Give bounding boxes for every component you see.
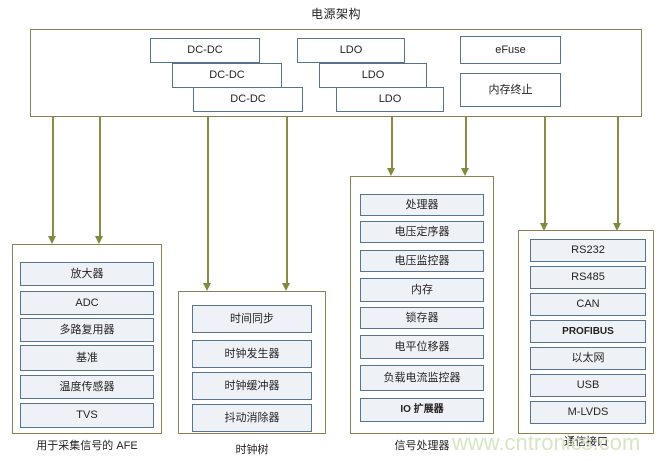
connector-arrowhead-signal-2 xyxy=(461,168,469,176)
signal-block-latch: 锁存器 xyxy=(360,307,484,329)
signal-block-level-shifter: 电平位移器 xyxy=(360,335,484,359)
connector-line-afe-1 xyxy=(52,117,54,240)
connector-arrowhead-comm-2 xyxy=(613,223,621,231)
clock-block-time-sync: 时间同步 xyxy=(192,305,312,333)
afe-block-amplifier: 放大器 xyxy=(20,262,154,286)
comm-block-rs232: RS232 xyxy=(530,239,646,262)
power-block-ldo-2: LDO xyxy=(319,63,427,88)
group-afe-caption: 用于采集信号的 AFE xyxy=(36,440,138,452)
connector-arrowhead-comm-1 xyxy=(540,223,548,231)
signal-block-memory: 内存 xyxy=(360,278,484,302)
power-block-dcdc-3: DC-DC xyxy=(193,87,303,112)
signal-block-io-expander: IO 扩展器 xyxy=(360,398,484,422)
power-block-efuse: eFuse xyxy=(460,36,561,64)
power-block-ldo-1: LDO xyxy=(297,38,405,63)
comm-block-ethernet: 以太网 xyxy=(530,347,646,370)
connector-line-signal-1 xyxy=(391,117,393,172)
signal-block-voltage-sequencer: 电压定序器 xyxy=(360,221,484,243)
afe-block-temperature-sensor: 温度传感器 xyxy=(20,375,154,399)
afe-block-adc: ADC xyxy=(20,291,154,315)
signal-block-load-current-monitor: 负载电流监控器 xyxy=(360,365,484,391)
group-comm-interface-caption: 通信接口 xyxy=(564,436,608,448)
afe-block-reference: 基准 xyxy=(20,345,154,371)
connector-line-clock-1 xyxy=(207,117,209,287)
comm-block-profibus: PROFIBUS xyxy=(530,320,646,343)
power-block-ldo-3: LDO xyxy=(336,87,444,112)
clock-block-clock-generator: 时钟发生器 xyxy=(192,340,312,368)
comm-block-usb: USB xyxy=(530,374,646,397)
connector-line-comm-1 xyxy=(544,117,546,227)
power-block-memory-termination: 内存终止 xyxy=(460,73,561,107)
afe-block-multiplexer: 多路复用器 xyxy=(20,318,154,342)
connector-line-signal-2 xyxy=(465,117,467,172)
signal-block-processor: 处理器 xyxy=(360,194,484,216)
afe-block-tvs: TVS xyxy=(20,403,154,428)
diagram-title: 电源架构 xyxy=(310,7,361,21)
group-clock-tree-caption: 时钟树 xyxy=(235,444,269,456)
group-signal-processor-container xyxy=(350,176,494,434)
connector-arrowhead-afe-2 xyxy=(95,236,103,244)
connector-arrowhead-clock-1 xyxy=(203,283,211,291)
clock-block-clock-buffer: 时钟缓冲器 xyxy=(192,372,312,400)
connector-line-afe-2 xyxy=(99,117,101,240)
connector-arrowhead-clock-2 xyxy=(282,283,290,291)
comm-block-mlvds: M-LVDS xyxy=(530,401,646,424)
comm-block-rs485: RS485 xyxy=(530,266,646,289)
clock-block-jitter-cleaner: 抖动消除器 xyxy=(192,404,312,432)
comm-block-can: CAN xyxy=(530,293,646,316)
power-block-dcdc-2: DC-DC xyxy=(172,63,282,88)
power-block-dcdc-1: DC-DC xyxy=(150,38,260,63)
group-signal-processor-caption: 信号处理器 xyxy=(394,440,450,452)
connector-arrowhead-signal-1 xyxy=(387,168,395,176)
connector-line-comm-2 xyxy=(617,117,619,227)
connector-line-clock-2 xyxy=(286,117,288,287)
watermark: www.cntronics.com xyxy=(452,430,641,455)
connector-arrowhead-afe-1 xyxy=(48,236,56,244)
signal-block-voltage-monitor: 电压监控器 xyxy=(360,250,484,272)
